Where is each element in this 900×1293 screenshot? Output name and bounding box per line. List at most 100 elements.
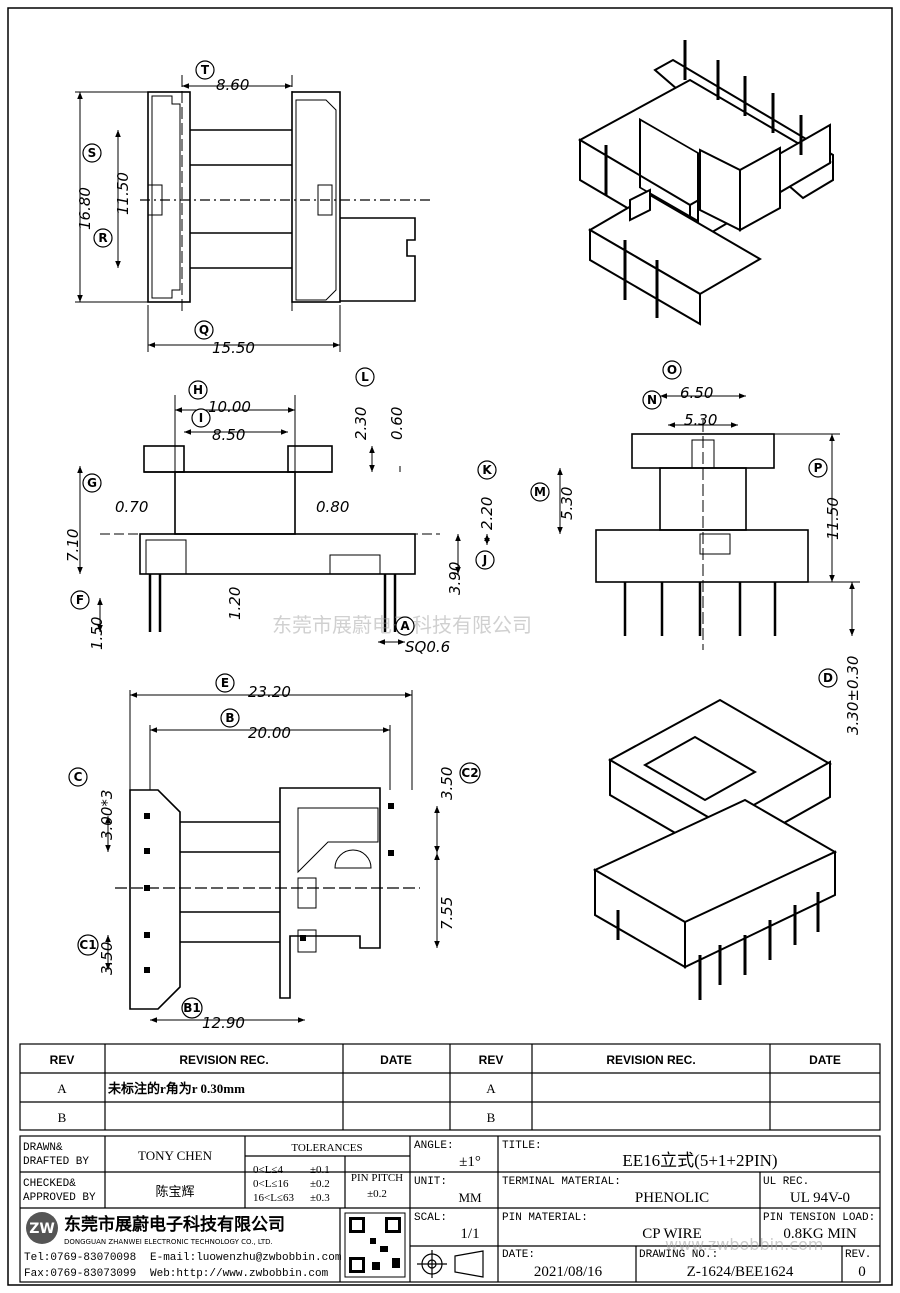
qr-code <box>344 1212 406 1278</box>
dim-P: 11.50 <box>824 497 842 540</box>
revision-rows: A 未标注的r角为r 0.30mm A B B <box>57 1081 496 1125</box>
checked-label-2: APPROVED BY <box>23 1192 96 1204</box>
isometric-pins-bottom <box>616 892 820 1000</box>
front-view <box>100 445 440 632</box>
checked-label-1: CHECKED& <box>23 1178 76 1190</box>
balloon-Q <box>194 320 214 340</box>
balloon-J <box>475 550 495 570</box>
balloon-label: R <box>98 231 107 245</box>
revision-headers: REV REVISION REC. DATE REV REVISION REC.… <box>50 1053 841 1067</box>
dim-L2: 0.60 <box>388 407 406 440</box>
company-web: Web:http://www.zwbobbin.com <box>150 1268 329 1280</box>
balloon-label: K <box>482 463 492 477</box>
rev-b: B <box>58 1110 67 1125</box>
balloon-label: S <box>88 146 97 160</box>
drawing-title: EE16立式(5+1+2PIN) <box>622 1151 777 1170</box>
company-name-cn: 东莞市展蔚电子科技有限公司 <box>64 1214 285 1235</box>
dimension-balloons <box>68 60 838 1019</box>
rev-b-2: B <box>487 1110 496 1125</box>
rev-header: REV <box>50 1053 75 1067</box>
balloon-label: I <box>199 411 203 425</box>
scal-value: 1/1 <box>460 1226 479 1242</box>
unit-value: MM <box>458 1190 482 1205</box>
balloon-B1 <box>181 997 203 1019</box>
revision-rec-header: REVISION REC. <box>179 1053 268 1067</box>
company-email: E-mail:luowenzhu@zwbobbin.com <box>150 1252 342 1264</box>
tolerances-label: TOLERANCES <box>291 1142 362 1154</box>
balloon-label: B <box>225 711 234 725</box>
balloon-label: Q <box>199 323 209 337</box>
revision-rec-header-2: REVISION REC. <box>606 1053 695 1067</box>
balloon-S <box>82 143 102 163</box>
tension-value: 0.8KG MIN <box>783 1226 856 1242</box>
dim-O: 6.50 <box>680 384 713 402</box>
dim-C: 3.00*3 <box>98 790 116 840</box>
unit-label: UNIT: <box>414 1176 447 1188</box>
revision-table <box>19 1043 881 1131</box>
date-label: DATE: <box>502 1249 535 1261</box>
title-label: TITLE: <box>502 1140 542 1152</box>
rev-a-2: A <box>486 1081 496 1096</box>
isometric-view-bottom <box>592 698 838 969</box>
company-tel: Tel:0769-83070098 <box>24 1252 136 1264</box>
drawn-label-2: DRAFTED BY <box>23 1156 89 1168</box>
balloon-T <box>195 60 215 80</box>
bottom-view-dims <box>105 690 440 1023</box>
dim-K: 2.20 <box>478 497 496 530</box>
rev-a-record: 未标注的r角为r 0.30mm <box>107 1081 245 1096</box>
balloon-C1 <box>77 934 99 956</box>
dim-I: 8.50 <box>212 426 245 444</box>
balloon-P <box>808 458 828 478</box>
terminal-value: PHENOLIC <box>635 1190 709 1206</box>
balloon-label: E <box>221 676 229 690</box>
balloon-label: P <box>814 461 823 475</box>
balloon-label: T <box>201 63 210 77</box>
side-view-dims <box>557 393 860 636</box>
pin-material-value: CP WIRE <box>642 1226 702 1242</box>
tol-value-2: ±0.2 <box>310 1178 330 1190</box>
dim-J: 3.90 <box>446 562 464 595</box>
pin-pitch-label: PIN PITCH <box>351 1172 403 1184</box>
tol-range-1: 0<L≤4 <box>253 1164 283 1176</box>
web-watermark: www.zwbobbin.com <box>665 1235 823 1254</box>
rev-header-2: REV <box>479 1053 504 1067</box>
rev-value: 0 <box>858 1264 866 1280</box>
dim-L: 2.30 <box>352 407 370 440</box>
dim-N: 5.30 <box>684 411 717 429</box>
balloon-K <box>477 460 497 480</box>
dim-D: 3.30±0.30 <box>844 656 862 735</box>
dim-G: 7.10 <box>64 529 82 562</box>
isometric-view-top <box>577 58 834 326</box>
rev-a: A <box>57 1081 67 1096</box>
balloon-label: C <box>74 770 83 784</box>
balloon-F <box>70 590 90 610</box>
drawing-number: Z-1624/BEE1624 <box>687 1264 794 1280</box>
balloon-A <box>395 616 415 636</box>
tol-value-3: ±0.3 <box>310 1192 330 1204</box>
balloon-label: N <box>647 393 657 407</box>
front-view-dims <box>77 395 490 645</box>
date-value: 2021/08/16 <box>534 1264 603 1280</box>
scal-label: SCAL: <box>414 1212 447 1224</box>
drawn-label-1: DRAWN& <box>23 1142 63 1154</box>
drawn-value: TONY CHEN <box>138 1148 213 1163</box>
dim-C-right: 0.80 <box>316 498 349 516</box>
top-view-dims <box>75 83 341 352</box>
title-block-labels: DRAWN& DRAFTED BY CHECKED& APPROVED BY A… <box>23 1140 875 1261</box>
balloon-C2 <box>459 762 481 784</box>
balloon-I <box>191 408 211 428</box>
balloon-B <box>220 708 240 728</box>
dim-C2: 3.50 <box>438 767 456 800</box>
date-header-2: DATE <box>809 1053 841 1067</box>
balloon-label: G <box>87 476 97 490</box>
balloon-G <box>82 473 102 493</box>
balloon-label: M <box>534 485 546 499</box>
balloon-D <box>818 668 838 688</box>
balloon-label: C2 <box>461 766 478 780</box>
balloon-M <box>530 482 550 502</box>
balloon-label: B1 <box>183 1001 201 1015</box>
dim-C2b: 7.55 <box>438 897 456 930</box>
dim-H: 10.00 <box>208 398 251 416</box>
projection-symbol <box>417 1250 484 1278</box>
angle-value: ±1° <box>459 1154 481 1170</box>
